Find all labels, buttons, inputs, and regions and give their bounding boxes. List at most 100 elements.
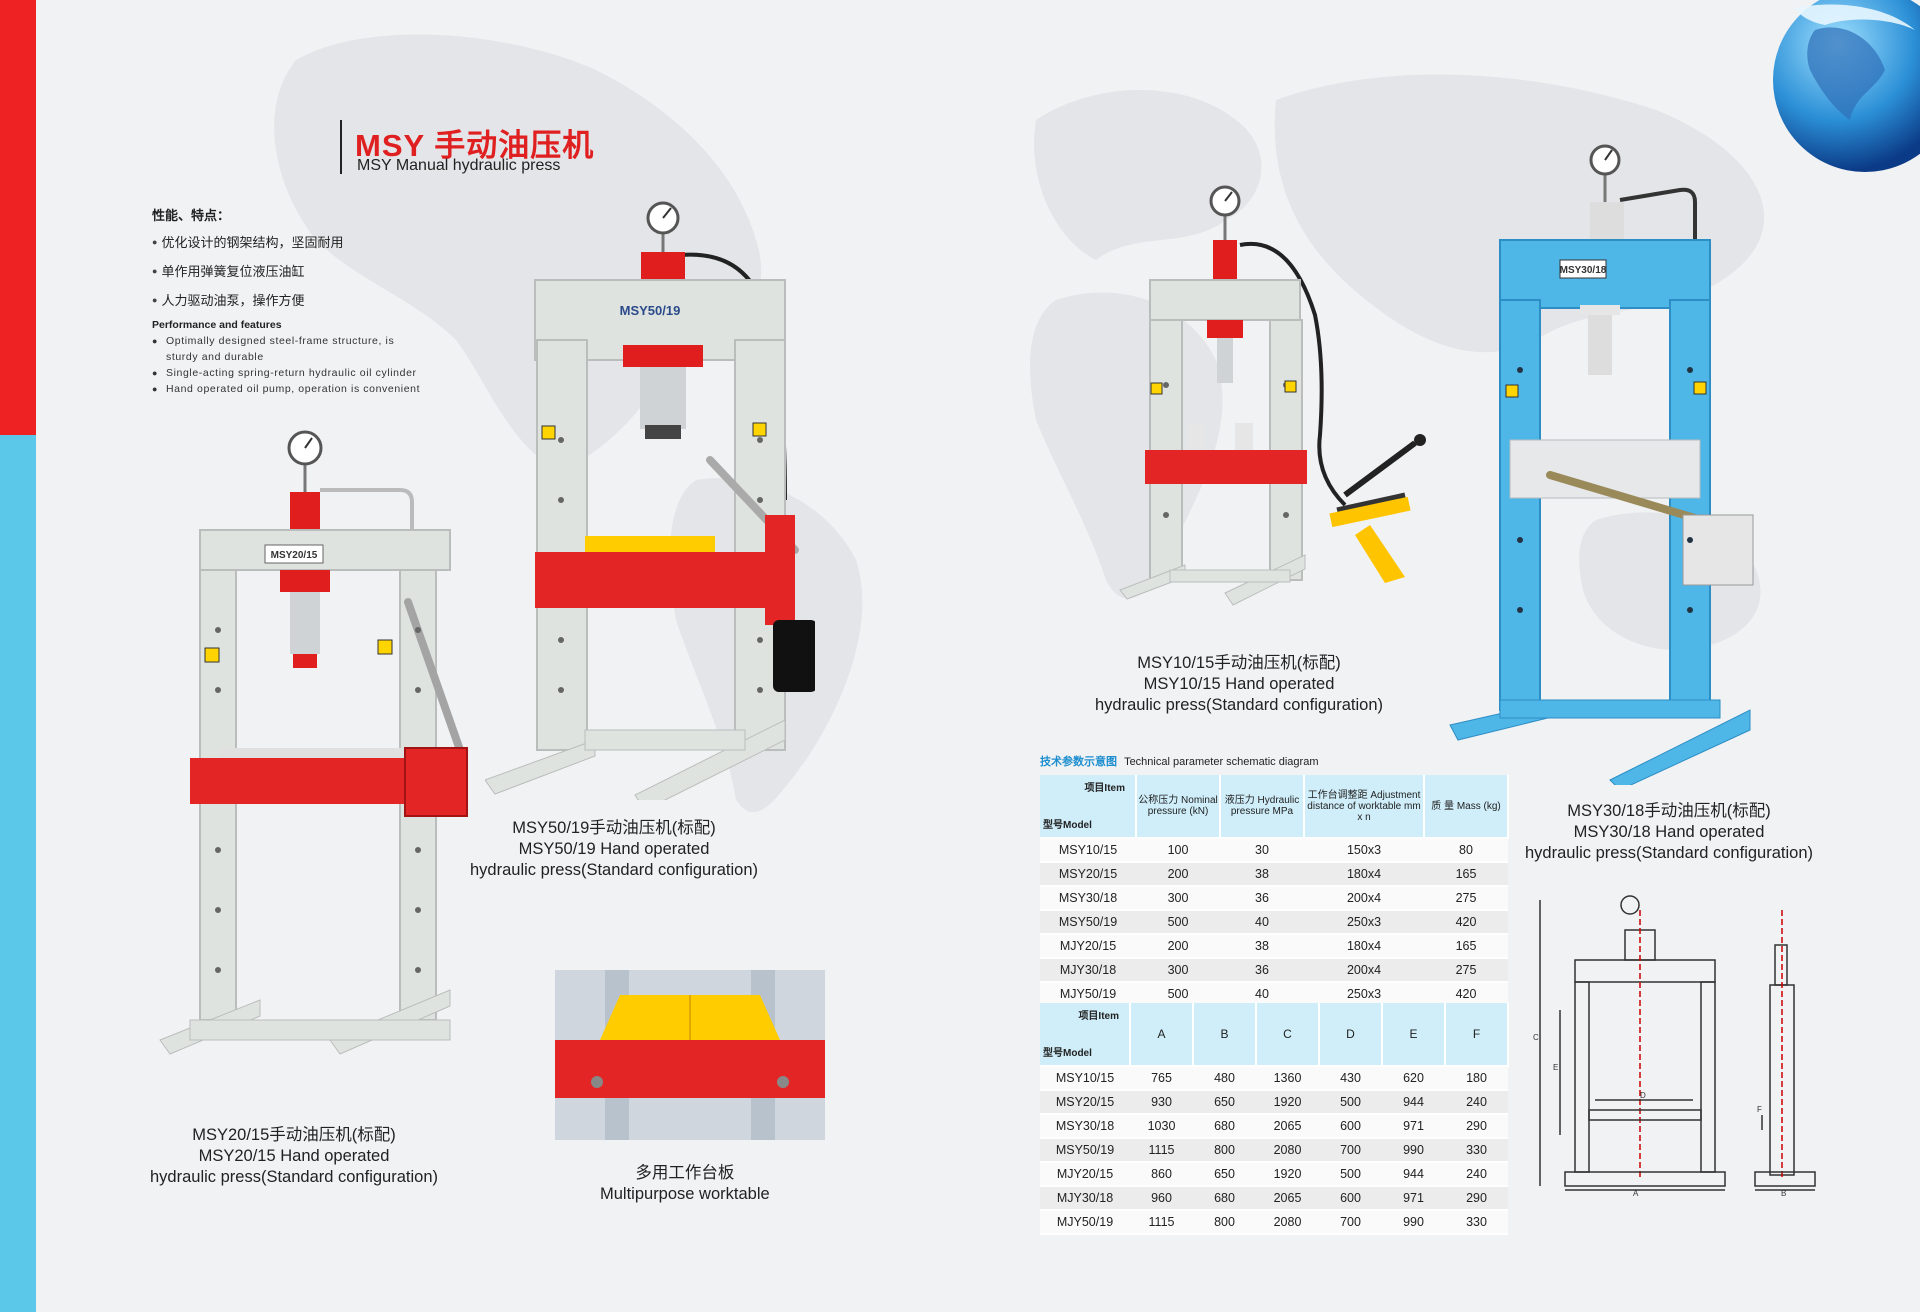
page-title: MSY 手动油压机 — [355, 128, 595, 163]
dim-cell: 944 — [1382, 1162, 1445, 1187]
schematic-label-b: B — [1781, 1189, 1786, 1198]
dim-header-d: D — [1319, 1003, 1383, 1067]
msy50-caption-cn: MSY50/19手动油压机(标配) — [512, 819, 716, 837]
feature-cn-2: 单作用弹簧复位液压油缸 — [152, 261, 422, 280]
spec-cell: 200x4 — [1304, 886, 1424, 911]
dim-header-row: 项目Item 型号Model A B C D E F — [1040, 1003, 1509, 1067]
dim-cell: 960 — [1130, 1186, 1193, 1211]
spec-cell: 200x4 — [1304, 958, 1424, 983]
dim-header-corner: 项目Item 型号Model — [1040, 1003, 1131, 1067]
spec-table: 项目Item 型号Model 公称压力 Nominal pressure (kN… — [1040, 775, 1509, 1007]
spec-cell: 300 — [1136, 958, 1220, 983]
msy30-caption-en2: hydraulic press(Standard configuration) — [1525, 844, 1813, 862]
spec-cell: 275 — [1424, 958, 1508, 983]
dim-cell: 500 — [1319, 1090, 1382, 1115]
dim-cell: 650 — [1193, 1090, 1256, 1115]
spec-cell: 420 — [1424, 982, 1508, 1007]
spec-cell: 38 — [1220, 934, 1304, 959]
feature-cn-3: 人力驱动油泵，操作方便 — [152, 290, 422, 309]
dim-cell: 990 — [1382, 1138, 1445, 1163]
schematic-label-c: C — [1533, 1033, 1539, 1042]
dim-cell: 2065 — [1256, 1114, 1319, 1139]
spec-cell: 38 — [1220, 862, 1304, 887]
spec-cell: 200 — [1136, 862, 1220, 887]
schematic-label-f: F — [1757, 1105, 1762, 1114]
msy10-caption-en1: MSY10/15 Hand operated — [1143, 675, 1335, 693]
msy20-press-illustration: MSY20/15 — [159, 430, 468, 1055]
dim-cell: MSY20/15 — [1040, 1090, 1130, 1115]
spec-cell: MSY10/15 — [1040, 838, 1136, 863]
dim-cell: MJY20/15 — [1040, 1162, 1130, 1187]
msy50-caption: MSY50/19手动油压机(标配) MSY50/19 Hand operated… — [470, 818, 758, 881]
spec-header-hydraulic: 液压力 Hydraulic pressure MPa — [1220, 775, 1305, 839]
spec-header-mass: 质 量 Mass (kg) — [1424, 775, 1509, 839]
dim-cell: MSY50/19 — [1040, 1138, 1130, 1163]
schematic-label-a: A — [1633, 1189, 1639, 1198]
msy20-caption-en1: MSY20/15 Hand operated — [198, 1147, 390, 1165]
tech-title-en: Technical parameter schematic diagram — [1124, 756, 1319, 768]
spec-cell: 165 — [1424, 862, 1508, 887]
dim-cell: 480 — [1193, 1066, 1256, 1091]
worktable-caption-cn: 多用工作台板 — [635, 1164, 735, 1182]
dim-cell: 650 — [1193, 1162, 1256, 1187]
spec-cell: 200 — [1136, 934, 1220, 959]
spec-cell: 250x3 — [1304, 910, 1424, 935]
dim-cell: 1030 — [1130, 1114, 1193, 1139]
spec-cell: 80 — [1424, 838, 1508, 863]
dim-cell: 680 — [1193, 1114, 1256, 1139]
worktable-caption: 多用工作台板 Multipurpose worktable — [600, 1163, 770, 1205]
dim-cell: 971 — [1382, 1186, 1445, 1211]
msy20-caption-en2: hydraulic press(Standard configuration) — [150, 1168, 438, 1186]
dim-cell: 600 — [1319, 1186, 1382, 1211]
msy30-caption: MSY30/18手动油压机(标配) MSY30/18 Hand operated… — [1525, 801, 1813, 864]
spec-cell: MSY50/19 — [1040, 910, 1136, 935]
worktable-photo — [555, 970, 825, 1140]
dim-header-c: C — [1256, 1003, 1320, 1067]
spec-cell: MJY30/18 — [1040, 958, 1136, 983]
msy50-caption-en1: MSY50/19 Hand operated — [518, 840, 710, 858]
dim-cell: MJY30/18 — [1040, 1186, 1130, 1211]
dim-cell: 930 — [1130, 1090, 1193, 1115]
dim-header-e: E — [1382, 1003, 1446, 1067]
dim-cell: 765 — [1130, 1066, 1193, 1091]
feature-en-3: Hand operated oil pump, operation is con… — [152, 381, 422, 397]
spec-cell: 300 — [1136, 886, 1220, 911]
schematic-label-d: D — [1640, 1091, 1646, 1100]
dim-cell: 1920 — [1256, 1162, 1319, 1187]
spec-header-corner: 项目Item 型号Model — [1040, 775, 1137, 839]
dim-cell: 800 — [1193, 1138, 1256, 1163]
dim-header-a: A — [1130, 1003, 1194, 1067]
tech-table-title: 技术参数示意图 Technical parameter schematic di… — [1040, 753, 1318, 769]
title-divider — [340, 120, 342, 174]
dim-cell: 2065 — [1256, 1186, 1319, 1211]
dim-cell: 1115 — [1130, 1210, 1193, 1235]
dim-cell: 1920 — [1256, 1090, 1319, 1115]
msy30-press-illustration: MSY30/18 — [1449, 144, 1754, 785]
dim-cell: 290 — [1445, 1114, 1508, 1139]
dim-header-f: F — [1445, 1003, 1509, 1067]
dim-cell: 1115 — [1130, 1138, 1193, 1163]
dim-cell: 180 — [1445, 1066, 1508, 1091]
dim-cell: 330 — [1445, 1210, 1508, 1235]
msy20-frame-label: MSY20/15 — [271, 550, 318, 561]
dim-cell: 944 — [1382, 1090, 1445, 1115]
spec-cell: 180x4 — [1304, 934, 1424, 959]
msy10-press-illustration — [1119, 185, 1426, 606]
dim-cell: 800 — [1193, 1210, 1256, 1235]
tech-title-cn: 技术参数示意图 — [1040, 756, 1117, 768]
dim-header-b: B — [1193, 1003, 1257, 1067]
spec-cell: 40 — [1220, 910, 1304, 935]
page-subtitle: MSY Manual hydraulic press — [357, 157, 561, 174]
dim-cell: 700 — [1319, 1138, 1382, 1163]
spec-cell: 30 — [1220, 838, 1304, 863]
spec-cell: MJY20/15 — [1040, 934, 1136, 959]
